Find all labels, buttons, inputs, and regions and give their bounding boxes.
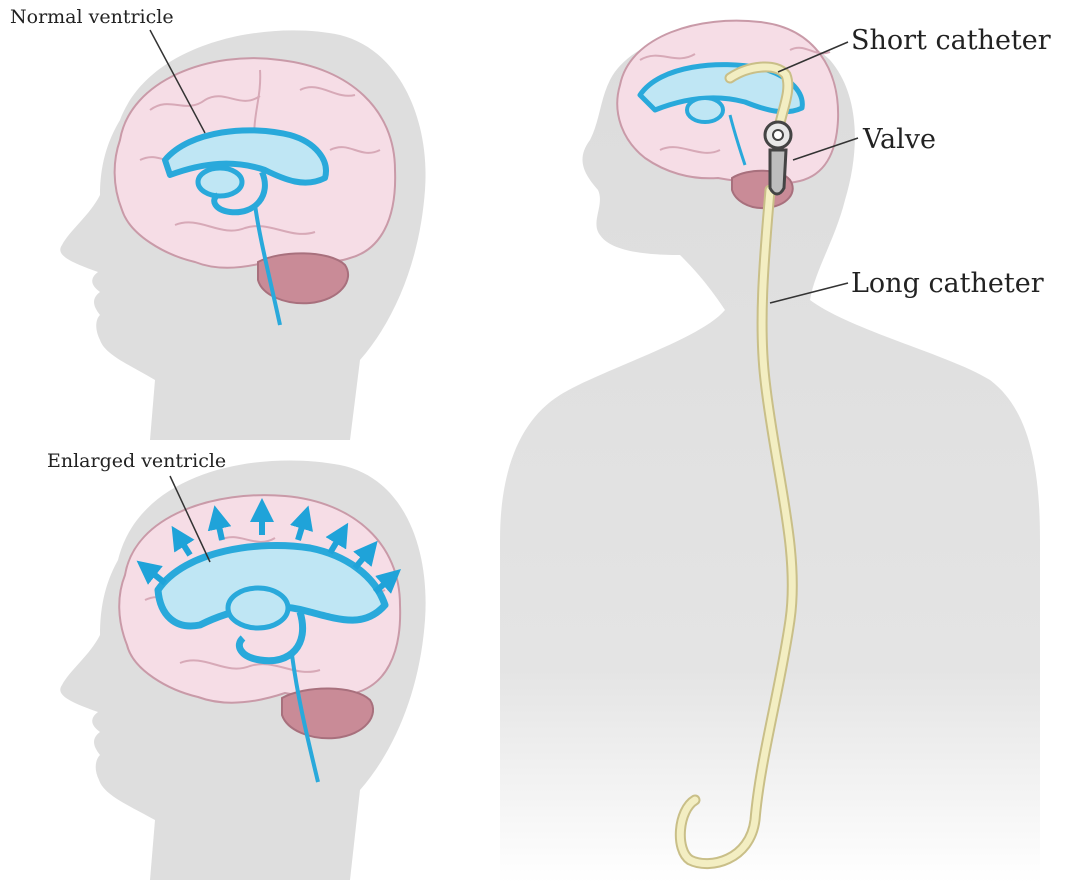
label-valve: Valve [863,126,936,153]
ventricle-third-enlarged [228,588,288,628]
cerebellum-enlarged [282,688,373,738]
label-long-catheter: Long catheter [851,270,1044,297]
label-short-catheter: Short catheter [851,27,1051,54]
valve-chamber [770,150,786,194]
body-with-shunt [500,21,1040,883]
valve-center [773,130,783,140]
ventricle-third-normal [198,168,242,196]
label-enlarged-ventricle: Enlarged ventricle [47,452,226,471]
label-normal-ventricle: Normal ventricle [10,8,174,27]
ventricle-third-shunt [687,98,723,122]
head-enlarged [60,460,425,880]
head-normal [60,30,425,440]
